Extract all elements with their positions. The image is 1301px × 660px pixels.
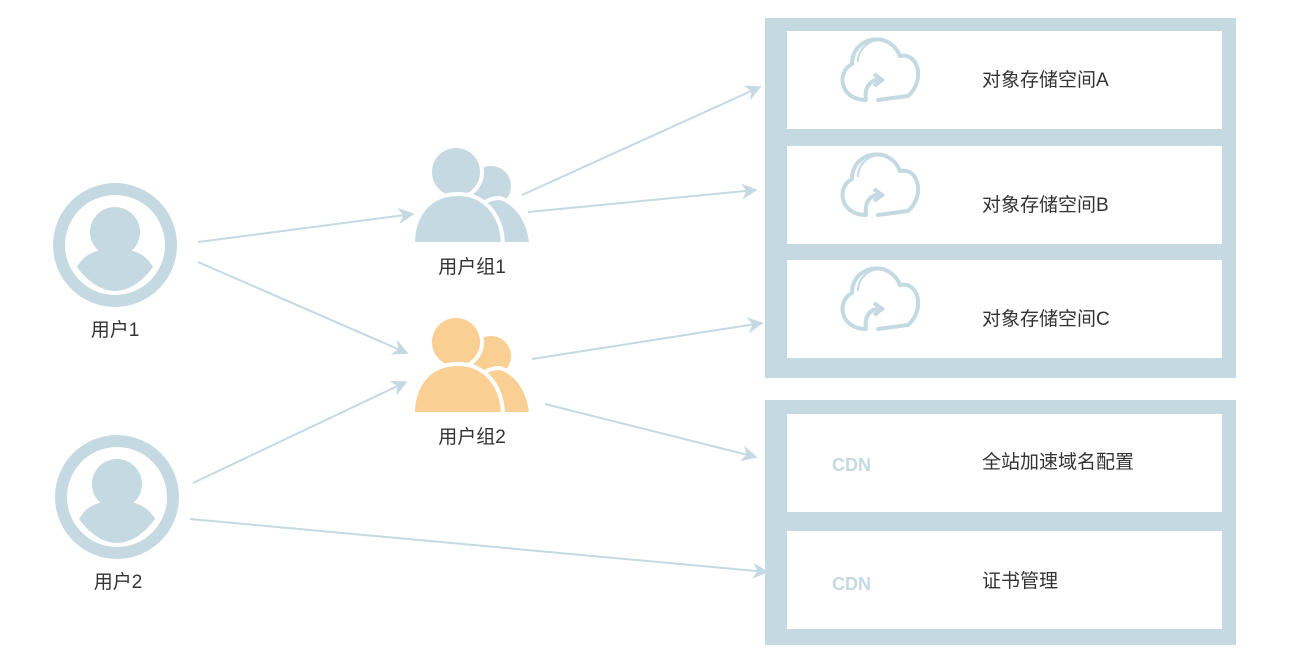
storage-container: 对象存储空间A 对象存储空间B 对象存储空间C <box>765 18 1236 378</box>
arrow-user1-group1 <box>197 207 415 243</box>
arrow-group1-bucketB <box>527 183 758 213</box>
group-2-label: 用户组2 <box>438 426 506 448</box>
bucket-c[interactable]: 对象存储空间C <box>787 260 1222 358</box>
bucket-a-label: 对象存储空间A <box>982 69 1109 91</box>
user-avatar-icon <box>53 183 177 307</box>
bucket-a[interactable]: 对象存储空间A <box>787 31 1222 129</box>
user-1-label: 用户1 <box>91 319 140 341</box>
bucket-c-label: 对象存储空间C <box>982 308 1110 330</box>
arrow-group2-cdn <box>544 403 758 462</box>
cdn-container: CDN 全站加速域名配置 CDN 证书管理 <box>765 400 1236 645</box>
user-1[interactable]: 用户1 <box>53 183 177 341</box>
group-2[interactable]: 用户组2 <box>410 314 534 448</box>
user-2[interactable]: 用户2 <box>55 435 179 593</box>
arrow-group1-bucketA <box>521 85 762 196</box>
group-1-label: 用户组1 <box>438 256 506 278</box>
user-avatar-icon <box>55 435 179 559</box>
cdn-domain-config-label: 全站加速域名配置 <box>982 451 1134 473</box>
bucket-b[interactable]: 对象存储空间B <box>787 146 1222 244</box>
bucket-b-label: 对象存储空间B <box>982 194 1109 216</box>
cdn-cert-management[interactable]: CDN 证书管理 <box>787 531 1222 629</box>
cdn-badge-icon: CDN <box>832 455 871 475</box>
arrow-user1-group2 <box>197 261 409 355</box>
arrow-group2-bucketC <box>531 317 764 360</box>
arrow-user2-group2 <box>192 380 408 484</box>
connections <box>189 85 769 579</box>
arrow-user2-cert <box>189 518 769 579</box>
cdn-badge-icon: CDN <box>832 574 871 594</box>
cdn-cert-management-label: 证书管理 <box>982 570 1058 592</box>
cdn-domain-config[interactable]: CDN 全站加速域名配置 <box>787 414 1222 512</box>
user-group-icon <box>410 314 534 416</box>
user-2-label: 用户2 <box>94 571 143 593</box>
user-group-icon <box>410 144 534 246</box>
group-1[interactable]: 用户组1 <box>410 144 534 278</box>
